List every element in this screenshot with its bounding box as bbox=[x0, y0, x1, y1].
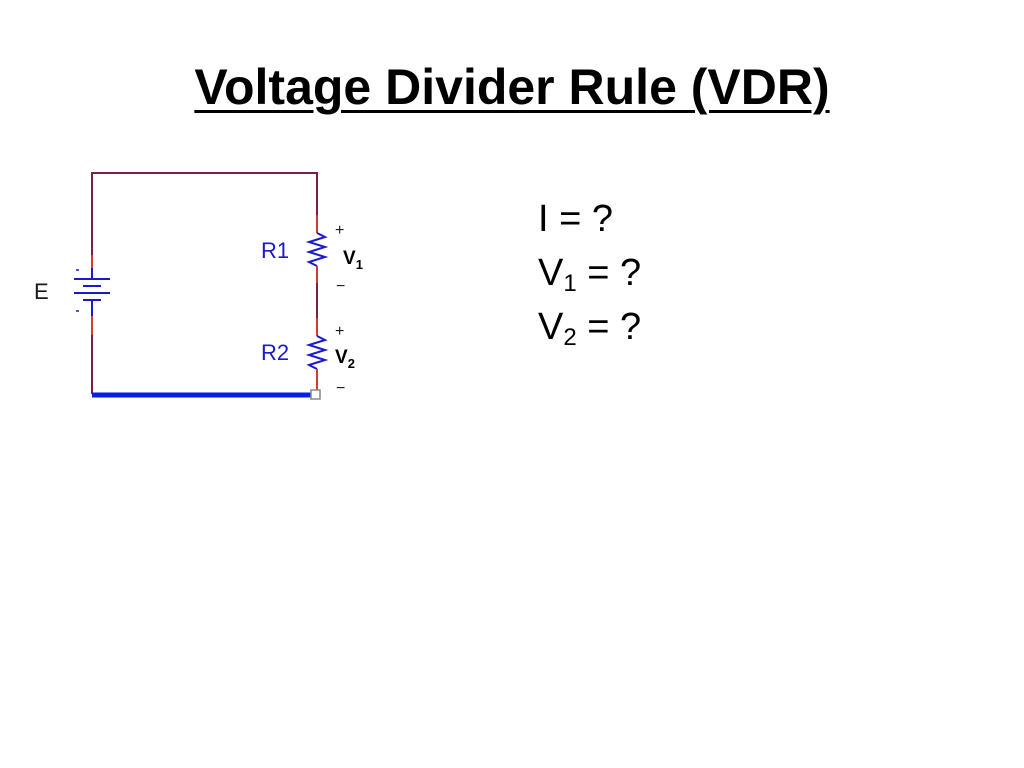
r1-label: R1 bbox=[261, 238, 289, 263]
battery-icon bbox=[74, 268, 110, 316]
unknown-v2: V2 = ? bbox=[538, 300, 641, 354]
unknown-current-rest: = ? bbox=[548, 198, 614, 240]
unknown-v2-rest: = ? bbox=[576, 306, 642, 348]
unknown-current: I = ? bbox=[538, 192, 641, 246]
top-wire bbox=[91, 172, 318, 255]
unknown-v1: V1 = ? bbox=[538, 246, 641, 300]
source-label: E bbox=[34, 279, 49, 304]
v2-plus-sign: + bbox=[335, 323, 344, 340]
unknown-v1-rest: = ? bbox=[576, 252, 642, 294]
unknown-v1-subscript: 1 bbox=[563, 270, 577, 297]
resistor-r2-icon bbox=[305, 335, 329, 370]
v2-symbol: V bbox=[335, 347, 348, 368]
slide-title: Voltage Divider Rule (VDR) bbox=[0, 62, 1024, 112]
unknown-v2-symbol: V bbox=[538, 306, 564, 348]
unknown-v1-symbol: V bbox=[538, 252, 564, 294]
unknowns-list: I = ? V1 = ? V2 = ? bbox=[538, 192, 641, 354]
v1-subscript: 1 bbox=[356, 257, 363, 272]
slide-title-text: Voltage Divider Rule (VDR) bbox=[194, 59, 830, 115]
unknown-v2-subscript: 2 bbox=[563, 324, 577, 351]
v1-minus-sign: − bbox=[336, 278, 345, 295]
v1-symbol: V bbox=[343, 248, 356, 269]
v2-minus-sign: − bbox=[336, 380, 345, 397]
v2-subscript: 2 bbox=[348, 356, 355, 371]
r2-label: R2 bbox=[261, 340, 289, 365]
v2-label: V2 bbox=[335, 347, 355, 371]
v1-plus-sign: + bbox=[335, 222, 344, 239]
resistor-r1-icon bbox=[305, 232, 329, 267]
unknown-current-symbol: I bbox=[538, 198, 549, 240]
v1-label: V1 bbox=[343, 248, 363, 272]
ground-node bbox=[310, 389, 321, 400]
